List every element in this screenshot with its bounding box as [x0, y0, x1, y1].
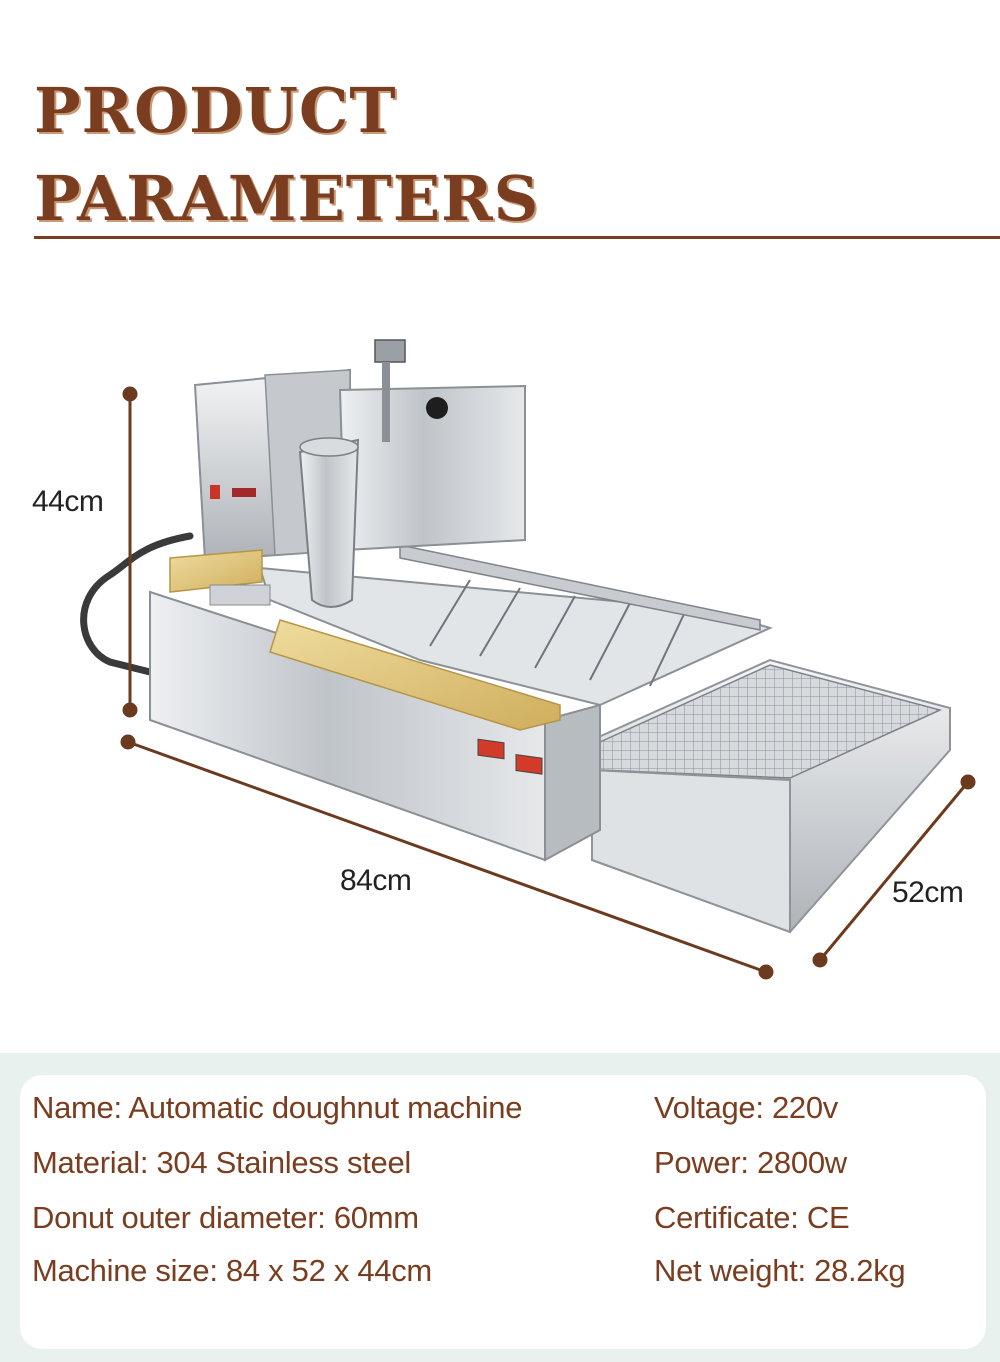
batter-hopper — [298, 438, 360, 608]
product-image — [80, 339, 976, 980]
height-label: 44cm — [32, 485, 104, 518]
spec-material: Material: 304 Stainless steel — [32, 1145, 411, 1180]
depth-label: 52cm — [892, 876, 964, 909]
spec-name: Name: Automatic doughnut machine — [32, 1090, 523, 1125]
spec-voltage: Voltage: 220v — [654, 1090, 838, 1125]
spec-card — [20, 1075, 986, 1349]
fryer-body-right — [544, 703, 601, 862]
spec-power: Power: 2800w — [654, 1145, 847, 1180]
length-label: 84cm — [340, 864, 412, 897]
title-divider — [34, 236, 1000, 239]
spec-certificate: Certificate: CE — [654, 1200, 850, 1235]
spec-net-weight: Net weight: 28.2kg — [654, 1253, 906, 1288]
spec-donut-diameter: Donut outer diameter: 60mm — [32, 1200, 419, 1235]
power-cord — [80, 532, 194, 676]
page-title-line-2: PARAMETERS — [34, 162, 540, 235]
page-title-line-1: PRODUCT — [34, 74, 397, 147]
control-panel — [269, 619, 561, 731]
spec-machine-size: Machine size: 84 x 52 x 44cm — [32, 1253, 432, 1288]
dimension-lines — [120, 386, 976, 980]
